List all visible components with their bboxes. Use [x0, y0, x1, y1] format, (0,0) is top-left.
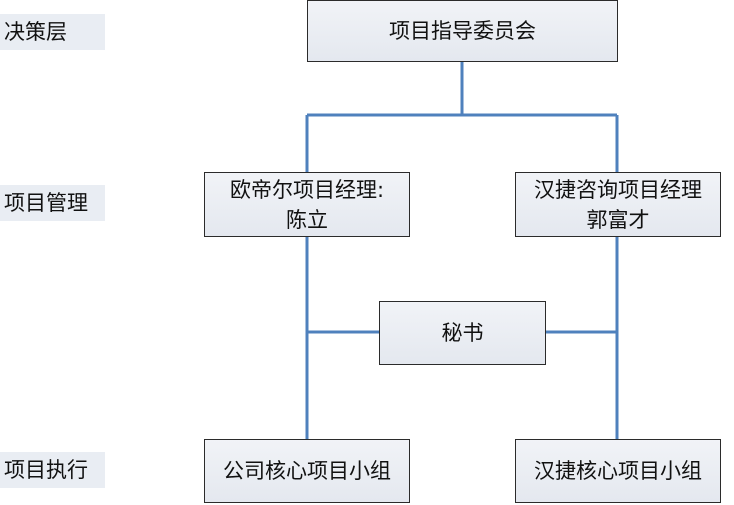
- level-label-execution: 项目执行: [0, 452, 105, 488]
- level-label-decision: 决策层: [0, 14, 105, 50]
- node-oudiel-pm-name: 陈立: [285, 207, 328, 232]
- node-oudiel-project-manager: 欧帝尔项目经理: 陈立: [204, 172, 410, 237]
- node-secretary-label: 秘书: [441, 321, 484, 345]
- node-hanjie-core-team-label: 汉捷核心项目小组: [534, 459, 702, 483]
- node-hanjie-pm-title: 汉捷咨询项目经理: [534, 177, 702, 202]
- node-hanjie-project-manager: 汉捷咨询项目经理 郭富才: [515, 172, 721, 237]
- node-company-core-team-label: 公司核心项目小组: [223, 459, 391, 483]
- node-hanjie-core-team: 汉捷核心项目小组: [515, 439, 721, 503]
- node-steering-committee-label: 项目指导委员会: [389, 19, 536, 43]
- node-company-core-team: 公司核心项目小组: [204, 439, 410, 503]
- node-oudiel-pm-title: 欧帝尔项目经理:: [229, 177, 385, 202]
- node-hanjie-pm-name: 郭富才: [586, 207, 650, 232]
- node-secretary: 秘书: [379, 301, 546, 365]
- node-steering-committee: 项目指导委员会: [307, 0, 618, 62]
- level-label-management: 项目管理: [0, 185, 105, 221]
